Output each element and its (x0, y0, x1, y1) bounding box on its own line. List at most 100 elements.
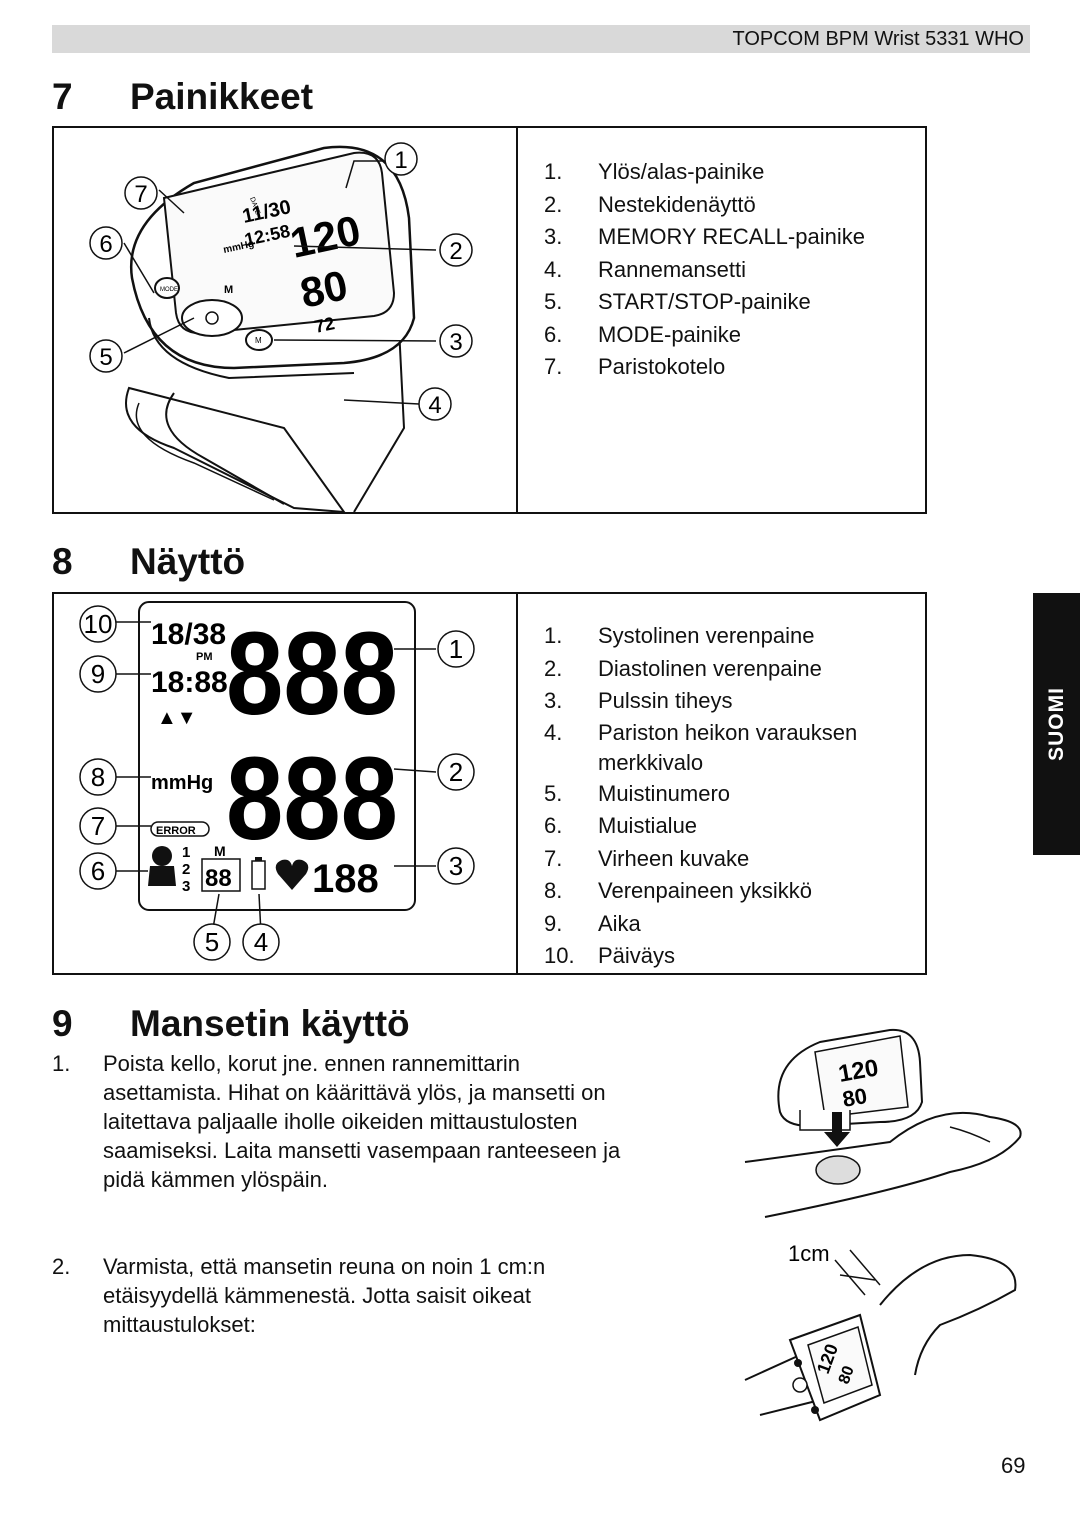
item-label: Paristokotelo (598, 354, 726, 379)
lcd-date: 18/38 (151, 618, 226, 651)
section-7-title: 7 Painikkeet (52, 76, 313, 118)
list-item: 1. Ylös/alas-painike (544, 156, 865, 189)
lcd-mem-3: 3 (182, 878, 190, 895)
step-line: saamiseksi. Laita mansetti vasempaan ran… (103, 1138, 621, 1163)
callout-2: 2 (449, 238, 462, 265)
item-label: Pulssin tiheys (598, 688, 733, 713)
placement-spot (815, 1155, 861, 1185)
lcd-arrows: ▲▼ (157, 707, 197, 729)
item-label: Ylös/alas-painike (598, 159, 765, 184)
step-line: Poista kello, korut jne. ennen rannemitt… (103, 1051, 521, 1076)
lcd-mem-1: 1 (182, 844, 190, 861)
item-number: 6. (544, 813, 563, 838)
mode-button[interactable] (154, 277, 180, 299)
lcd-pulse: 188 (312, 857, 379, 901)
lcd-time: 18:88 (151, 666, 228, 699)
device-pulse: 72 (313, 313, 337, 337)
step-line: mittaustulokset: (103, 1312, 256, 1337)
distance-label: 1cm (788, 1241, 830, 1266)
lcd-big-mid: 888 (226, 733, 398, 865)
section-8-heading: Näyttö (130, 541, 246, 582)
list-item: 6. MODE-painike (544, 319, 865, 352)
item-number: 1. (544, 623, 563, 648)
step-1: 1. Poista kello, korut jne. ennen rannem… (52, 1049, 712, 1194)
list-item: 4. Rannemansetti (544, 254, 865, 287)
item-label: Diastolinen verenpaine (598, 655, 822, 681)
buttons-box: 11/30 12:58 120 80 72 mmHg DATE M MODE M (52, 126, 927, 514)
item-label: MODE-painike (598, 321, 742, 347)
lcd-big-top: 888 (226, 608, 398, 740)
item-label: Pariston heikon varauksen (598, 719, 858, 745)
list-item: 4. Pariston heikon varauksen merkkivalo (544, 718, 857, 778)
list-item: 9.Aika (544, 908, 857, 941)
lcd-callout-8: 8 (91, 762, 105, 792)
lcd-drawing: 18/38 PM 18:88 ▲▼ 888 888 mmHg ERROR 1 2… (79, 601, 475, 961)
start-stop-button[interactable] (181, 299, 243, 337)
lcd-callout-10: 10 (84, 609, 113, 639)
item-label: Verenpaineen yksikkö (598, 878, 813, 903)
lcd-mem-2: 2 (182, 861, 190, 878)
header-product: TOPCOM BPM Wrist 5331 WHO (732, 28, 1024, 50)
item-number: 2. (544, 655, 563, 681)
item-number: 4. (544, 256, 563, 282)
lcd-callout-7: 7 (91, 811, 105, 841)
item-label: Virheen kuvake (598, 845, 750, 871)
step-line: laitettava paljaalle iholle oikeiden mit… (103, 1109, 578, 1134)
step-2: 2. Varmista, että mansetin reuna on noin… (52, 1252, 672, 1339)
item-label: Muistinumero (598, 780, 731, 806)
wrist-distance-illustration: 1cm 120 80 (744, 1241, 1017, 1422)
item-number: 7. (544, 845, 563, 871)
display-box: 18/38 PM 18:88 ▲▼ 888 888 mmHg ERROR 1 2… (52, 592, 927, 975)
device-illustration: 11/30 12:58 120 80 72 mmHg DATE M MODE M (54, 128, 516, 514)
item-number: 5. (544, 289, 563, 314)
callout-1: 1 (394, 147, 407, 174)
lcd-illustration: 18/38 PM 18:88 ▲▼ 888 888 mmHg ERROR 1 2… (54, 594, 516, 973)
item-label: MEMORY RECALL-painike (598, 224, 865, 249)
list-item: 8.Verenpaineen yksikkö (544, 875, 857, 908)
list-item: 3.Pulssin tiheys (544, 685, 857, 718)
device-drawing: 11/30 12:58 120 80 72 mmHg DATE M MODE M (89, 142, 473, 514)
heart-icon (275, 859, 309, 890)
section-8-title: 8 Näyttö (52, 541, 245, 583)
lcd-unit: mmHg (151, 772, 213, 794)
display-list: 1.Systolinen verenpaine 2.Diastolinen ve… (544, 620, 857, 973)
battery-icon (251, 860, 266, 890)
list-item: 3.MEMORY RECALL-painike (544, 221, 865, 254)
lcd-mem-label: M (214, 843, 226, 859)
lcd-callout-4: 4 (254, 927, 268, 957)
page-number: 69 (1001, 1453, 1026, 1478)
callout-6: 6 (99, 231, 112, 258)
item-number: 10. (544, 943, 575, 968)
list-item: 10.Päiväys (544, 940, 857, 973)
section-7-number: 7 (52, 76, 73, 117)
lcd-callout-2: 2 (449, 757, 463, 787)
device-dia: 80 (296, 261, 351, 317)
box-divider (516, 594, 518, 973)
list-item: 2.Nestekidenäyttö (544, 189, 865, 222)
down-arrow-icon (832, 1112, 842, 1132)
item-label: Nestekidenäyttö (598, 191, 756, 217)
section-7-heading: Painikkeet (130, 76, 314, 117)
power-icon (205, 311, 219, 325)
item-number: 4. (544, 719, 563, 745)
list-item: 7. Virheen kuvake (544, 843, 857, 876)
item-label: Aika (598, 910, 641, 936)
box-divider (516, 128, 518, 512)
item-number: 6. (544, 321, 563, 347)
list-item: 6. Muistialue (544, 810, 857, 843)
lcd-callout-1: 1 (449, 634, 463, 664)
item-number: 5. (544, 780, 563, 806)
mem-button-label: M (255, 336, 262, 345)
item-number: 1. (544, 159, 563, 184)
item-label: Rannemansetti (598, 256, 746, 282)
item-label: Muistialue (598, 813, 698, 838)
step-number: 1. (52, 1051, 71, 1076)
item-label-continuation: merkkivalo (598, 749, 704, 775)
memory-recall-button[interactable] (245, 329, 273, 351)
lcd-callout-9: 9 (91, 659, 105, 689)
cuff-placement-illustration: 120 80 (744, 1028, 1022, 1218)
step-line: asettamista. Hihat on käärittävä ylös, j… (103, 1080, 606, 1105)
section-8-number: 8 (52, 541, 73, 582)
step-line: pidä kämmen ylöspäin. (103, 1167, 329, 1192)
